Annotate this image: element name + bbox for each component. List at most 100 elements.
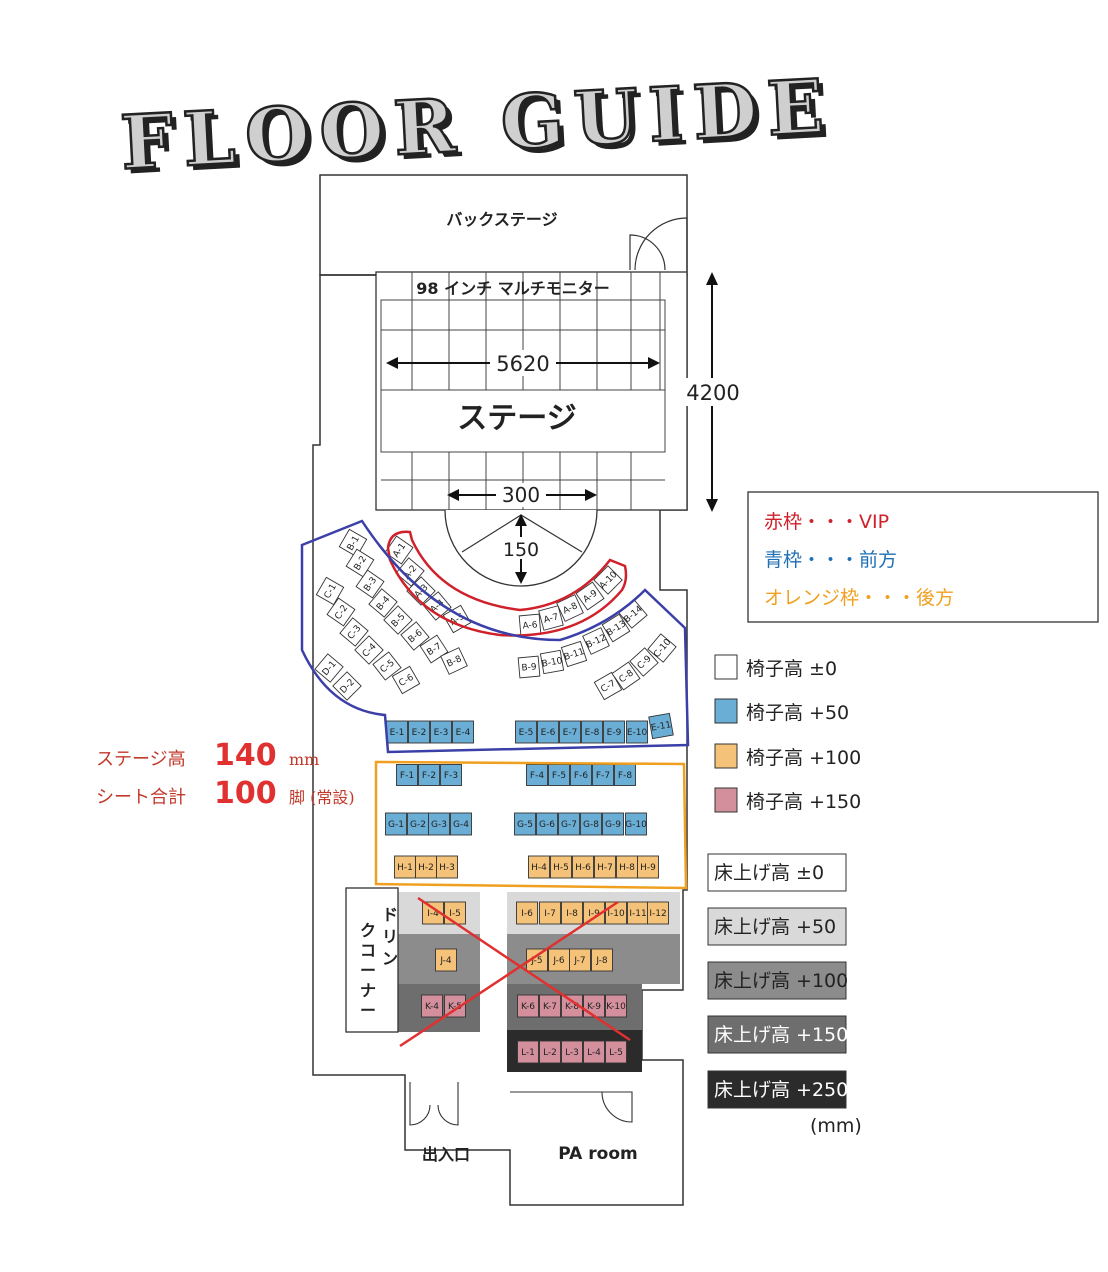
seat-h-7[interactable]: H-7 bbox=[594, 855, 616, 879]
seat-b-8[interactable]: B-8 bbox=[440, 647, 468, 675]
seat-b-9[interactable]: B-9 bbox=[517, 655, 541, 679]
seat-k-9[interactable]: K-9 bbox=[583, 994, 605, 1018]
seat-f-8[interactable]: F-8 bbox=[614, 764, 636, 786]
seat-e-6[interactable]: E-6 bbox=[537, 720, 559, 744]
seat-c-3[interactable]: C-3 bbox=[339, 617, 369, 647]
seat-g-3[interactable]: G-3 bbox=[428, 812, 450, 836]
seat-e-9[interactable]: E-9 bbox=[603, 720, 625, 744]
seat-e-4[interactable]: E-4 bbox=[452, 720, 474, 744]
seat-e-1[interactable]: E-1 bbox=[386, 720, 408, 744]
stage-platform bbox=[375, 271, 688, 511]
seat-a-7[interactable]: A-7 bbox=[538, 605, 564, 631]
seat-k-7[interactable]: K-7 bbox=[539, 994, 561, 1018]
seat-e-2[interactable]: E-2 bbox=[408, 720, 430, 744]
seat-b-11[interactable]: B-11 bbox=[560, 640, 588, 668]
seat-b-10[interactable]: B-10 bbox=[539, 649, 565, 675]
seat-e-8[interactable]: E-8 bbox=[581, 720, 603, 744]
seat-j-6[interactable]: J-6 bbox=[548, 948, 570, 972]
seat-c-6[interactable]: C-6 bbox=[391, 665, 421, 695]
seat-f-3[interactable]: F-3 bbox=[440, 764, 462, 786]
seat-c-4[interactable]: C-4 bbox=[354, 635, 384, 665]
seat-l-1[interactable]: L-1 bbox=[517, 1040, 539, 1064]
seat-k-6[interactable]: K-6 bbox=[517, 994, 539, 1018]
seat-i-10[interactable]: I-10 bbox=[605, 901, 627, 925]
seat-l-4[interactable]: L-4 bbox=[583, 1040, 605, 1064]
seat-i-4[interactable]: I-4 bbox=[422, 901, 444, 925]
seat-h-1[interactable]: H-1 bbox=[394, 855, 416, 879]
seat-h-3[interactable]: H-3 bbox=[436, 855, 458, 879]
seat-label: K-5 bbox=[448, 1002, 462, 1012]
seat-a-1[interactable]: A-1 bbox=[384, 535, 414, 565]
seat-i-12[interactable]: I-12 bbox=[647, 901, 669, 925]
seat-b-1[interactable]: B-1 bbox=[338, 528, 368, 558]
seat-k-10[interactable]: K-10 bbox=[605, 994, 627, 1018]
seat-e-3[interactable]: E-3 bbox=[430, 720, 452, 744]
seat-g-10[interactable]: G-10 bbox=[625, 812, 647, 836]
seat-g-8[interactable]: G-8 bbox=[580, 812, 602, 836]
seat-a-9[interactable]: A-9 bbox=[575, 581, 605, 611]
seat-f-5[interactable]: F-5 bbox=[548, 764, 570, 786]
seat-b-2[interactable]: B-2 bbox=[345, 548, 375, 578]
seat-b-3[interactable]: B-3 bbox=[355, 569, 385, 599]
seat-i-7[interactable]: I-7 bbox=[539, 901, 561, 925]
seat-c-2[interactable]: C-2 bbox=[326, 597, 356, 627]
seat-h-8[interactable]: H-8 bbox=[616, 855, 638, 879]
seat-e-7[interactable]: E-7 bbox=[559, 720, 581, 744]
seat-j-7[interactable]: J-7 bbox=[569, 948, 591, 972]
seat-b-12[interactable]: B-12 bbox=[582, 627, 610, 655]
seat-d-2[interactable]: D-2 bbox=[332, 671, 362, 701]
seat-f-2[interactable]: F-2 bbox=[418, 764, 440, 786]
seat-f-6[interactable]: F-6 bbox=[570, 764, 592, 786]
seat-c-7[interactable]: C-7 bbox=[593, 671, 623, 701]
seat-e-10[interactable]: E-10 bbox=[626, 720, 648, 744]
seat-g-4[interactable]: G-4 bbox=[450, 812, 472, 836]
seat-i-11[interactable]: I-11 bbox=[627, 901, 649, 925]
seat-k-8[interactable]: K-8 bbox=[561, 994, 583, 1018]
seat-a-10[interactable]: A-10 bbox=[593, 565, 623, 595]
seat-j-5[interactable]: J-5 bbox=[526, 948, 548, 972]
seat-total-unit: 脚 (常設) bbox=[289, 788, 355, 807]
seat-g-5[interactable]: G-5 bbox=[514, 812, 536, 836]
seat-l-2[interactable]: L-2 bbox=[539, 1040, 561, 1064]
seat-h-4[interactable]: H-4 bbox=[528, 855, 550, 879]
seat-c-10[interactable]: C-10 bbox=[647, 633, 677, 663]
seat-c-9[interactable]: C-9 bbox=[629, 647, 659, 677]
seat-h-9[interactable]: H-9 bbox=[637, 855, 659, 879]
seat-h-2[interactable]: H-2 bbox=[415, 855, 437, 879]
seat-d-1[interactable]: D-1 bbox=[314, 653, 344, 683]
seat-l-3[interactable]: L-3 bbox=[561, 1040, 583, 1064]
seat-e-11[interactable]: E-11 bbox=[648, 712, 674, 740]
seat-g-1[interactable]: G-1 bbox=[385, 812, 407, 836]
seat-b-6[interactable]: B-6 bbox=[400, 621, 430, 651]
seat-i-9[interactable]: I-9 bbox=[583, 901, 605, 925]
seat-h-6[interactable]: H-6 bbox=[572, 855, 594, 879]
seat-c-5[interactable]: C-5 bbox=[372, 651, 402, 681]
seat-a-8[interactable]: A-8 bbox=[556, 594, 584, 622]
seat-a-6[interactable]: A-6 bbox=[518, 613, 542, 637]
seat-f-1[interactable]: F-1 bbox=[396, 764, 418, 786]
seat-g-6[interactable]: G-6 bbox=[536, 812, 558, 836]
seat-label: I-5 bbox=[449, 909, 461, 919]
vip-frame bbox=[386, 530, 628, 637]
seat-j-8[interactable]: J-8 bbox=[591, 948, 613, 972]
seat-g-9[interactable]: G-9 bbox=[602, 812, 624, 836]
seat-j-4[interactable]: J-4 bbox=[435, 948, 457, 972]
seat-e-5[interactable]: E-5 bbox=[515, 720, 537, 744]
seat-i-8[interactable]: I-8 bbox=[561, 901, 583, 925]
seat-h-5[interactable]: H-5 bbox=[550, 855, 572, 879]
seat-b-13[interactable]: B-13 bbox=[601, 613, 631, 643]
seat-i-5[interactable]: I-5 bbox=[444, 901, 466, 925]
seat-b-4[interactable]: B-4 bbox=[368, 588, 398, 618]
seat-g-2[interactable]: G-2 bbox=[407, 812, 429, 836]
seat-k-5[interactable]: K-5 bbox=[444, 994, 466, 1018]
seat-k-4[interactable]: K-4 bbox=[421, 994, 443, 1018]
seat-c-8[interactable]: C-8 bbox=[611, 661, 641, 691]
seat-b-5[interactable]: B-5 bbox=[383, 605, 413, 635]
seat-f-4[interactable]: F-4 bbox=[526, 764, 548, 786]
seat-g-7[interactable]: G-7 bbox=[558, 812, 580, 836]
seat-i-6[interactable]: I-6 bbox=[516, 901, 538, 925]
seat-c-1[interactable]: C-1 bbox=[315, 576, 345, 606]
chair-swatch bbox=[714, 787, 738, 813]
seat-f-7[interactable]: F-7 bbox=[592, 764, 614, 786]
seat-l-5[interactable]: L-5 bbox=[605, 1040, 627, 1064]
